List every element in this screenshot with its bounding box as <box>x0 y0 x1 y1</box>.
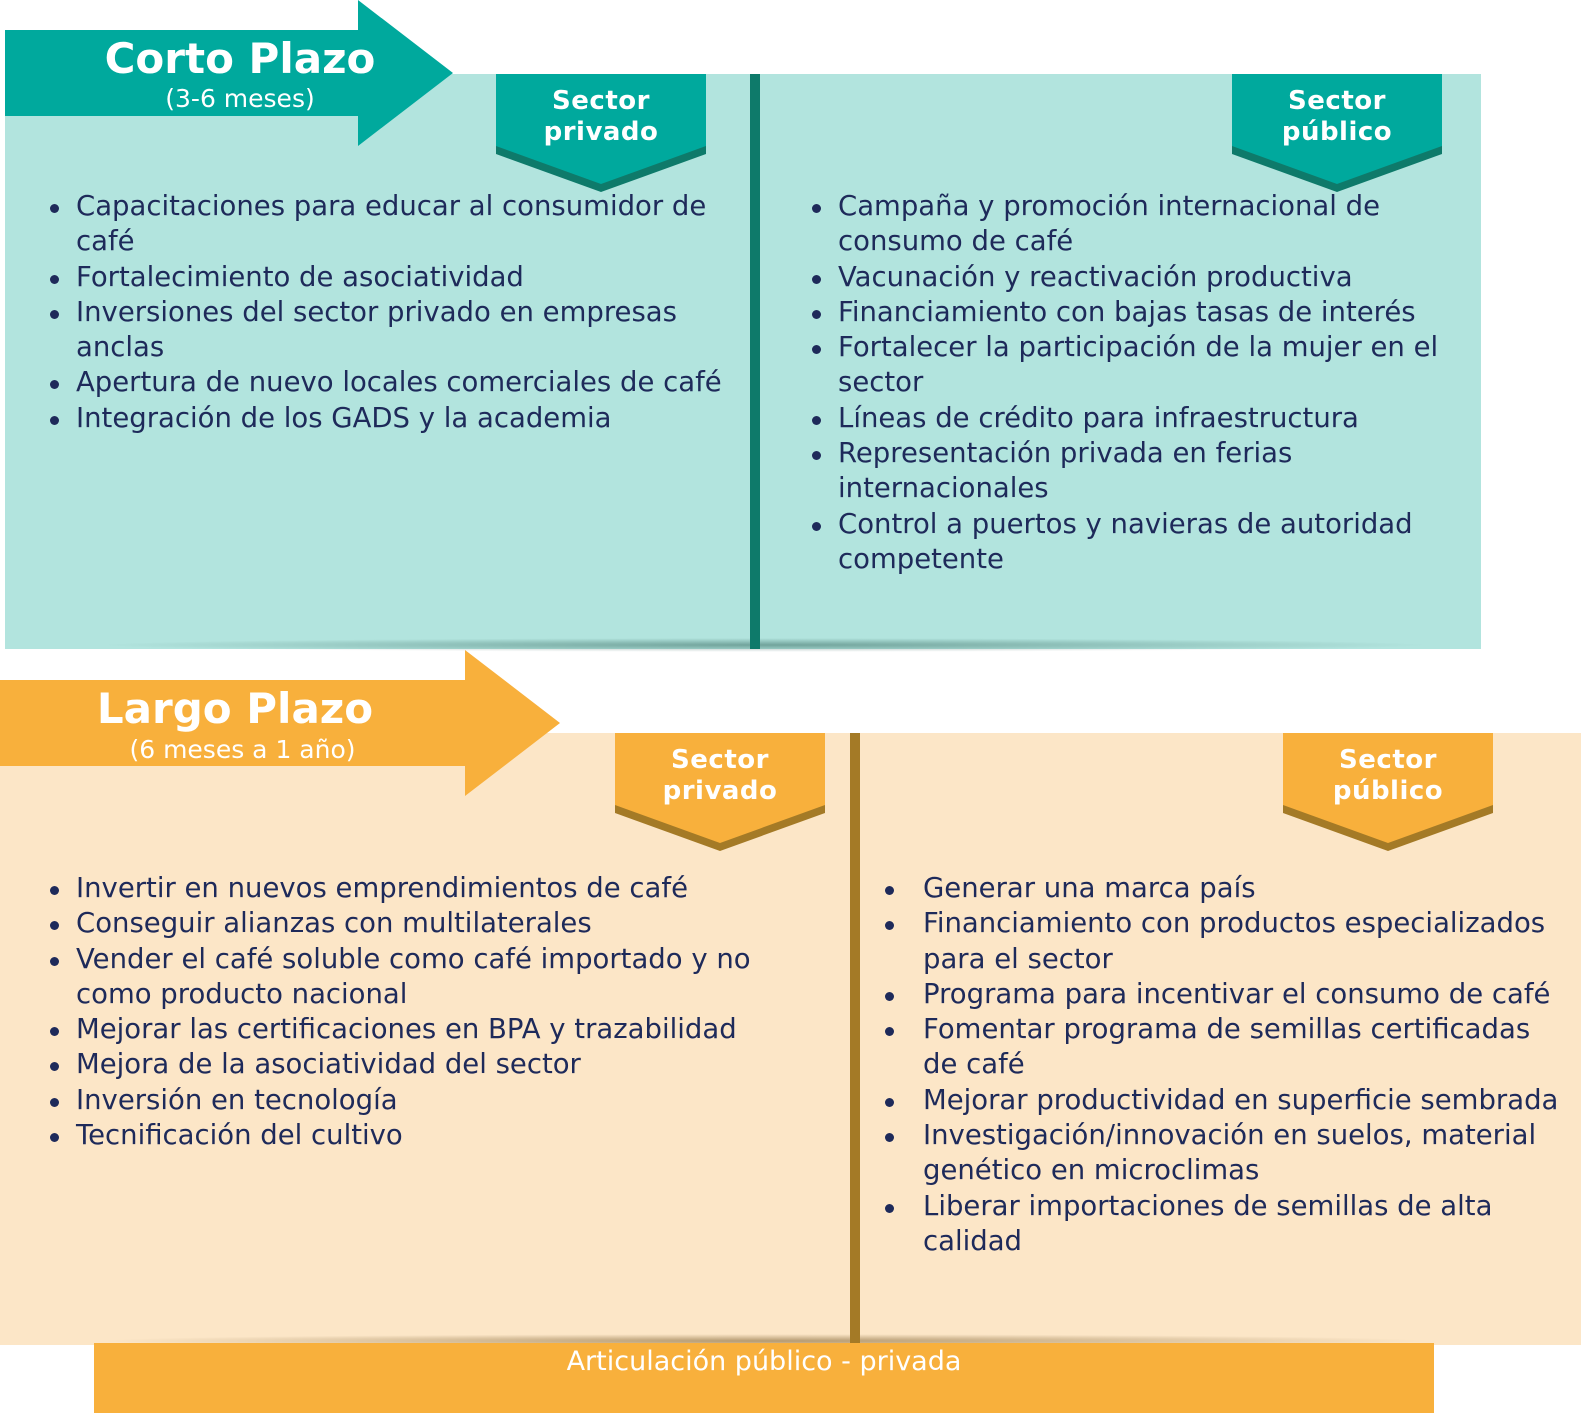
badge-line-2: público <box>1332 776 1444 806</box>
list-item: Programa para incentivar el consumo de c… <box>885 977 1570 1012</box>
long-term-private-badge: Sector privado <box>615 733 825 853</box>
long-term-public-badge: Sector público <box>1283 733 1493 853</box>
list-item: Control a puertos y navieras de autorida… <box>812 507 1452 578</box>
list-item: Financiamiento con productos especializa… <box>885 906 1570 977</box>
list-item: Mejorar productividad en superficie semb… <box>885 1083 1570 1118</box>
list-item: Vacunación y reactivación productiva <box>812 260 1452 295</box>
short-term-private-badge: Sector privado <box>496 74 706 194</box>
long-term-panel <box>0 733 1581 1345</box>
short-term-panel-shadow <box>95 638 1435 652</box>
short-term-arrow <box>5 0 453 146</box>
list-item: Campaña y promoción internacional de con… <box>812 189 1452 260</box>
list-item: Conseguir alianzas con multilaterales <box>50 906 820 941</box>
badge-line-2: privado <box>662 776 778 806</box>
short-term-public-badge: Sector público <box>1232 74 1442 194</box>
list-item: Invertir en nuevos emprendimientos de ca… <box>50 871 820 906</box>
badge-line-1: Sector <box>552 86 650 116</box>
short-term-title: Corto Plazo <box>104 34 376 83</box>
footer-label: Articulación público - privada <box>566 1346 962 1377</box>
short-term-panel <box>5 74 1481 649</box>
list-item: Inversión en tecnología <box>50 1083 820 1118</box>
list-item: Generar una marca país <box>885 871 1570 906</box>
list-item: Mejorar las certificaciones en BPA y tra… <box>50 1012 820 1047</box>
badge-line-1: Sector <box>671 745 769 775</box>
list-item: Investigación/innovación en suelos, mate… <box>885 1118 1570 1189</box>
long-term-title: Largo Plazo <box>96 684 374 733</box>
list-item: Fomentar programa de semillas certificad… <box>885 1012 1570 1083</box>
list-item: Capacitaciones para educar al consumidor… <box>50 189 730 260</box>
list-item: Tecnificación del cultivo <box>50 1118 820 1153</box>
list-item: Fortalecer la participación de la mujer … <box>812 330 1452 401</box>
long-term-private-list: Invertir en nuevos emprendimientos de ca… <box>50 871 820 1153</box>
list-item: Vender el café soluble como café importa… <box>50 942 820 1013</box>
long-term-public-list: Generar una marca país Financiamiento co… <box>885 871 1570 1259</box>
short-term-private-list: Capacitaciones para educar al consumidor… <box>50 189 730 436</box>
badge-line-1: Sector <box>1339 745 1437 775</box>
long-term-divider <box>850 733 860 1345</box>
badge-line-2: privado <box>543 117 659 147</box>
list-item: Inversiones del sector privado en empres… <box>50 295 730 366</box>
list-item: Liberar importaciones de semillas de alt… <box>885 1189 1570 1260</box>
list-item: Financiamiento con bajas tasas de interé… <box>812 295 1452 330</box>
short-term-public-list: Campaña y promoción internacional de con… <box>812 189 1452 577</box>
short-term-subtitle: (3-6 meses) <box>165 84 315 113</box>
list-item: Representación privada en ferias interna… <box>812 436 1452 507</box>
footer-bar: Articulación público - privada <box>94 1343 1434 1413</box>
list-item: Integración de los GADS y la academia <box>50 401 730 436</box>
list-item: Apertura de nuevo locales comerciales de… <box>50 365 730 400</box>
list-item: Fortalecimiento de asociatividad <box>50 260 730 295</box>
short-term-divider <box>750 74 760 649</box>
long-term-arrow <box>0 650 560 796</box>
badge-line-2: público <box>1281 117 1393 147</box>
badge-line-1: Sector <box>1288 86 1386 116</box>
long-term-subtitle: (6 meses a 1 año) <box>129 735 356 764</box>
list-item: Mejora de la asociatividad del sector <box>50 1047 820 1082</box>
list-item: Líneas de crédito para infraestructura <box>812 401 1452 436</box>
